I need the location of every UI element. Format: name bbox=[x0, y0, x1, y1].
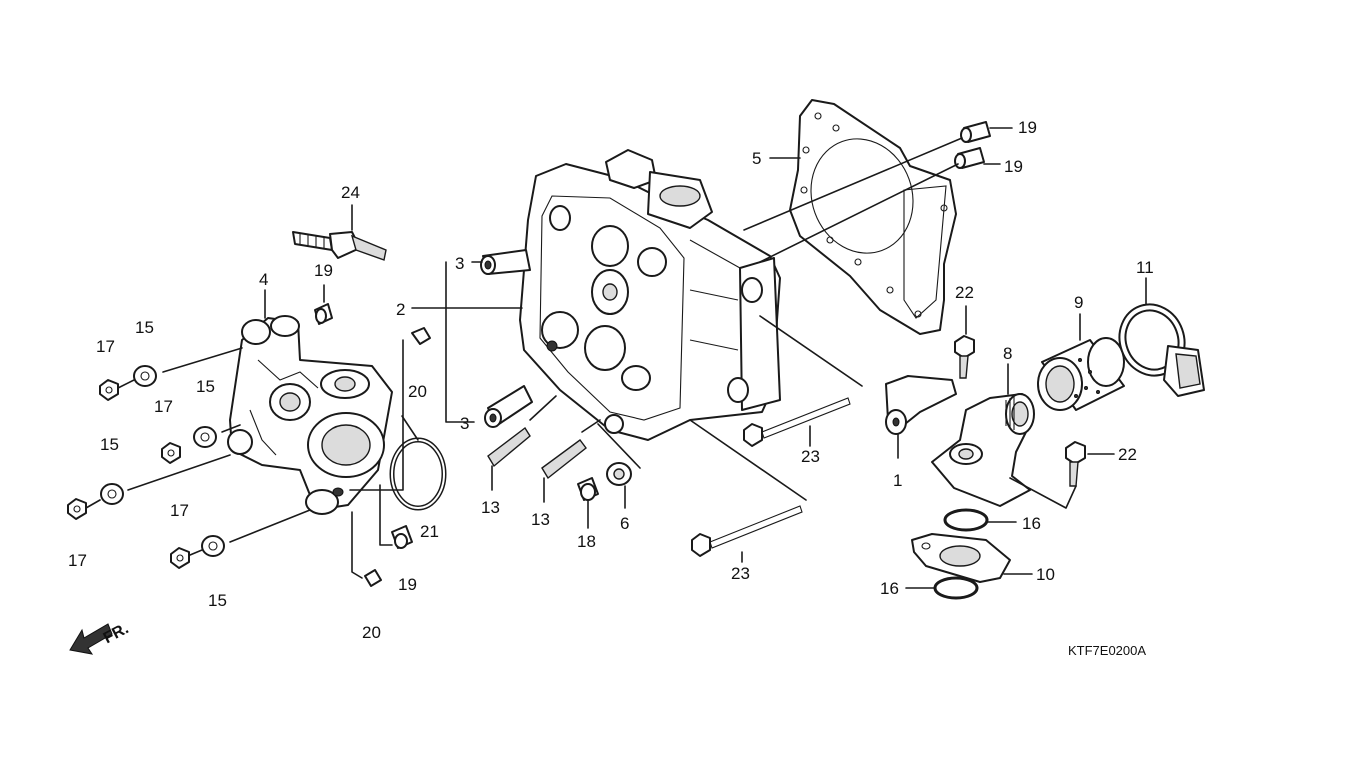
dowel-pin bbox=[954, 147, 985, 169]
callout-9: 9 bbox=[1074, 293, 1083, 312]
washer bbox=[201, 535, 225, 557]
callout-11: 11 bbox=[1136, 258, 1154, 277]
callout-13: 13 bbox=[481, 498, 500, 517]
callout-23: 23 bbox=[801, 447, 820, 466]
washer bbox=[100, 483, 124, 505]
washer bbox=[133, 365, 157, 387]
front-direction-arrow bbox=[69, 623, 113, 655]
circlip bbox=[389, 437, 447, 511]
nut bbox=[170, 547, 190, 569]
callout-16: 16 bbox=[1022, 514, 1041, 533]
dowel-pin bbox=[314, 303, 333, 325]
seal bbox=[606, 462, 632, 486]
dowel-pin bbox=[391, 525, 413, 549]
callout-17: 17 bbox=[170, 501, 189, 520]
head-bolt bbox=[743, 397, 851, 447]
callout-13: 13 bbox=[531, 510, 550, 529]
insulator-plate bbox=[911, 533, 1011, 583]
callout-17: 17 bbox=[96, 337, 115, 356]
diagram-reference-code: KTF7E0200A bbox=[1068, 643, 1146, 658]
intake-pipe bbox=[931, 393, 1035, 507]
callout-17: 17 bbox=[154, 397, 173, 416]
callout-22: 22 bbox=[955, 283, 974, 302]
callout-15: 15 bbox=[196, 377, 215, 396]
callout-19: 19 bbox=[1018, 118, 1037, 137]
callout-15: 15 bbox=[135, 318, 154, 337]
carburetor-insulator bbox=[1037, 337, 1125, 411]
washer bbox=[193, 426, 217, 448]
callout-15: 15 bbox=[100, 435, 119, 454]
callout-10: 10 bbox=[1036, 565, 1055, 584]
nut bbox=[99, 379, 119, 401]
nut bbox=[67, 498, 87, 520]
nut bbox=[161, 442, 181, 464]
callout-4: 4 bbox=[259, 270, 268, 289]
callout-18: 18 bbox=[577, 532, 596, 551]
callout-24: 24 bbox=[341, 183, 360, 202]
front-direction-label: FR. bbox=[101, 620, 132, 647]
valve-guide bbox=[484, 385, 533, 428]
callout-20: 20 bbox=[408, 382, 427, 401]
callout-22: 22 bbox=[1118, 445, 1137, 464]
clip bbox=[411, 327, 431, 345]
spark-plug bbox=[292, 231, 387, 261]
cam-holder bbox=[227, 315, 393, 515]
callout-5: 5 bbox=[752, 149, 761, 168]
mounting-bracket bbox=[885, 375, 957, 435]
valve-guide bbox=[480, 249, 531, 275]
callout-23: 23 bbox=[731, 564, 750, 583]
o-ring bbox=[943, 508, 989, 532]
callout-19: 19 bbox=[314, 261, 333, 280]
callout-21: 21 bbox=[420, 522, 439, 541]
dowel-pin bbox=[577, 477, 599, 501]
o-ring bbox=[933, 576, 979, 600]
callout-3: 3 bbox=[455, 254, 464, 273]
callout-2: 2 bbox=[396, 300, 405, 319]
callout-20: 20 bbox=[362, 623, 381, 642]
callout-17: 17 bbox=[68, 551, 87, 570]
callout-16: 16 bbox=[880, 579, 899, 598]
clip bbox=[364, 569, 382, 587]
callout-1: 1 bbox=[893, 471, 902, 490]
cylinder-head bbox=[519, 149, 781, 441]
callout-6: 6 bbox=[620, 514, 629, 533]
flange-bolt bbox=[1065, 441, 1086, 487]
hose-clamp bbox=[1118, 303, 1205, 397]
callout-19: 19 bbox=[398, 575, 417, 594]
flange-bolt bbox=[954, 335, 975, 379]
callout-8: 8 bbox=[1003, 344, 1012, 363]
callout-19: 19 bbox=[1004, 157, 1023, 176]
stud-bolt bbox=[487, 426, 531, 468]
callout-3: 3 bbox=[460, 414, 469, 433]
head-bolt bbox=[691, 505, 803, 557]
callout-15: 15 bbox=[208, 591, 227, 610]
head-gasket bbox=[789, 99, 957, 335]
dowel-pin bbox=[960, 121, 991, 143]
stud-bolt bbox=[541, 439, 587, 480]
